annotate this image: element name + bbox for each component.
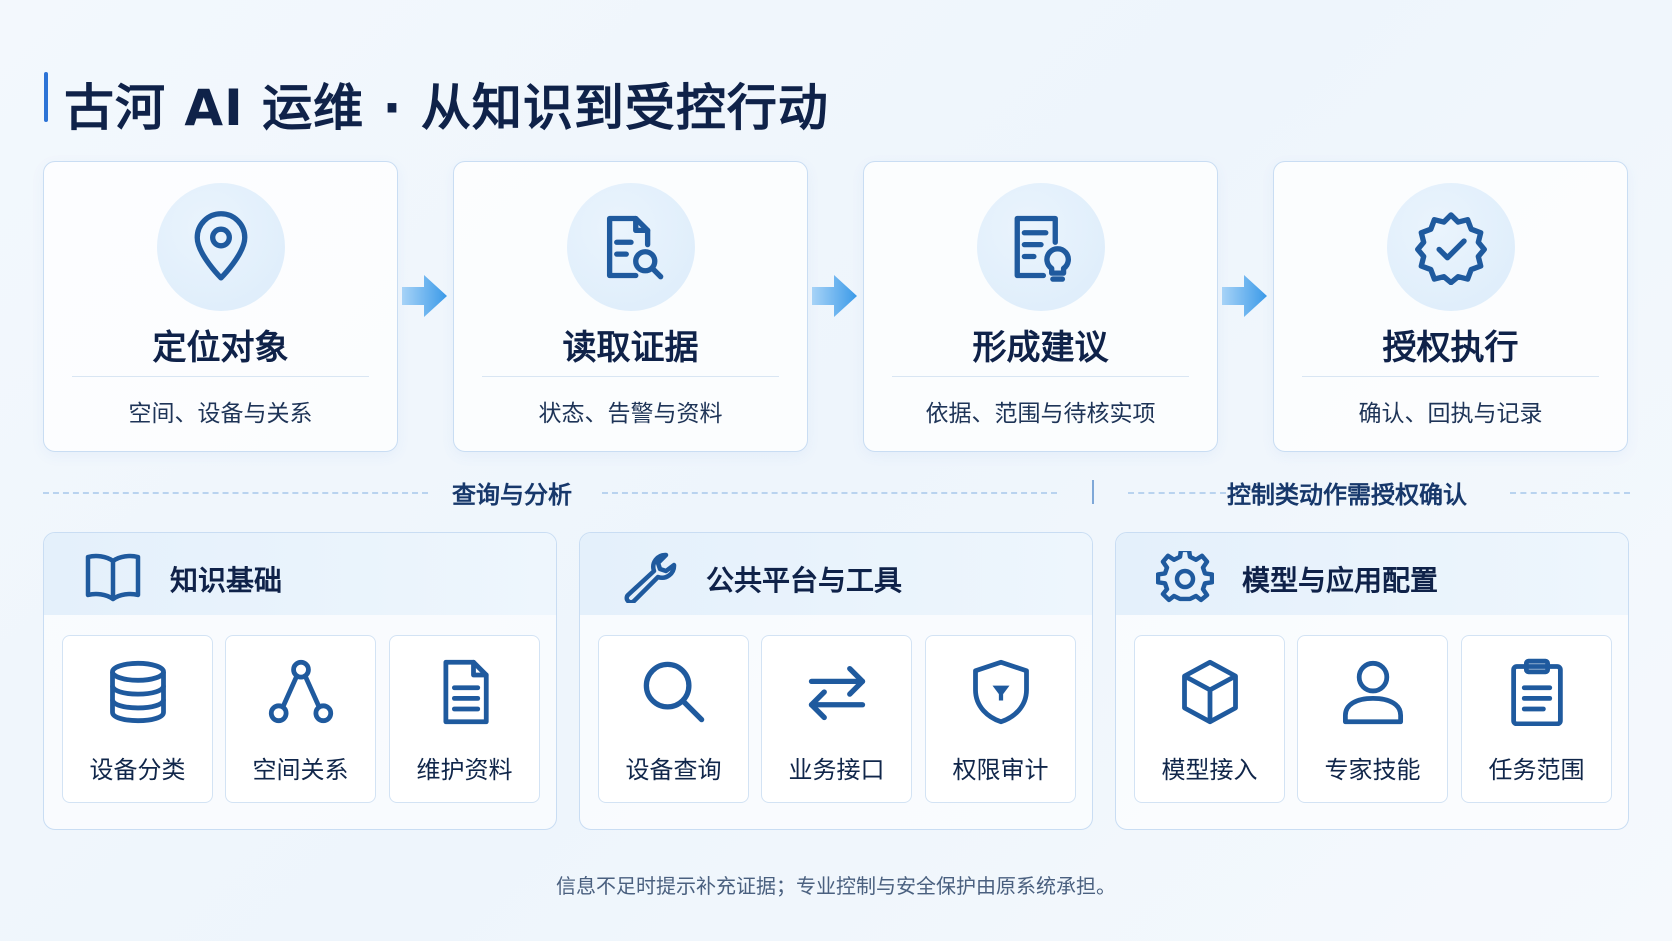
tile-business-api[interactable]: 业务接口	[761, 635, 912, 803]
title-accent-bar	[44, 72, 48, 122]
search-icon	[643, 661, 704, 723]
tile-label: 维护资料	[416, 756, 513, 784]
flow-arrow	[1222, 275, 1267, 317]
tile-task-scope[interactable]: 任务范围	[1461, 635, 1612, 803]
wrench-icon	[624, 552, 677, 603]
tile-label: 空间关系	[252, 756, 349, 784]
tile-label: 专家技能	[1324, 756, 1421, 784]
dashed-line	[1128, 492, 1226, 494]
tile-device-category[interactable]: 设备分类	[62, 635, 213, 803]
divider	[72, 376, 369, 377]
step-card-evidence: 读取证据 状态、告警与资料	[453, 161, 808, 452]
cube-icon	[1181, 659, 1238, 725]
divider	[1302, 376, 1599, 377]
tile-permission-audit[interactable]: 权限审计	[925, 635, 1076, 803]
step-icon-circle	[976, 183, 1105, 311]
tile-label: 设备查询	[625, 756, 722, 784]
tile-label: 模型接入	[1161, 756, 1258, 784]
tile-label: 业务接口	[788, 756, 885, 784]
badge-check-icon	[1414, 212, 1487, 285]
group-knowledge: 知识基础 设备分类 空间关系 维护资料	[43, 532, 557, 830]
step-title: 定位对象	[152, 328, 289, 368]
flow-arrow	[812, 275, 857, 317]
step-icon-circle	[156, 183, 285, 311]
step-icon-circle	[566, 183, 695, 311]
control-label: 控制类动作需授权确认	[1227, 481, 1467, 509]
clipboard-icon	[1510, 658, 1563, 726]
document-lightbulb-icon	[1014, 215, 1071, 282]
step-card-suggest: 形成建议 依据、范围与待核实项	[863, 161, 1218, 452]
tile-device-query[interactable]: 设备查询	[598, 635, 749, 803]
group-header: 模型与应用配置	[1116, 533, 1628, 615]
step-card-execute: 授权执行 确认、回执与记录	[1273, 161, 1628, 452]
map-pin-icon	[194, 211, 247, 281]
divider	[482, 376, 779, 377]
query-label: 查询与分析	[452, 481, 572, 509]
divider	[892, 376, 1189, 377]
tile-label: 任务范围	[1488, 756, 1585, 784]
shield-icon	[972, 659, 1029, 725]
tile-label: 权限审计	[952, 756, 1049, 784]
tile-expert-skills[interactable]: 专家技能	[1297, 635, 1448, 803]
step-subtitle: 空间、设备与关系	[128, 401, 313, 427]
document-search-icon	[606, 215, 663, 280]
group-platform-tools: 公共平台与工具 设备查询 业务接口 权限审计	[579, 532, 1093, 830]
tile-model-access[interactable]: 模型接入	[1134, 635, 1285, 803]
step-title: 授权执行	[1382, 328, 1519, 368]
tile-maintenance-docs[interactable]: 维护资料	[389, 635, 540, 803]
group-header: 公共平台与工具	[580, 533, 1092, 615]
step-subtitle: 确认、回执与记录	[1358, 401, 1543, 427]
tile-space-relation[interactable]: 空间关系	[225, 635, 376, 803]
gear-icon	[1156, 551, 1214, 603]
database-icon	[109, 660, 166, 724]
tile-label: 设备分类	[89, 756, 186, 784]
dashed-line	[43, 492, 428, 494]
separator	[1092, 480, 1094, 504]
group-header: 知识基础	[44, 533, 556, 615]
graph-nodes-icon	[268, 659, 333, 724]
step-title: 形成建议	[972, 328, 1109, 368]
flow-arrow	[402, 275, 447, 317]
group-title: 知识基础	[170, 564, 283, 597]
group-title: 公共平台与工具	[706, 564, 903, 597]
step-card-locate: 定位对象 空间、设备与关系	[43, 161, 398, 452]
group-title: 模型与应用配置	[1242, 564, 1439, 597]
group-model-config: 模型与应用配置 模型接入 专家技能 任务范围	[1115, 532, 1629, 830]
step-subtitle: 依据、范围与待核实项	[925, 401, 1156, 427]
book-icon	[85, 553, 141, 602]
swap-arrows-icon	[808, 665, 865, 721]
dashed-line	[602, 492, 1057, 494]
step-icon-circle	[1386, 183, 1515, 311]
step-title: 读取证据	[562, 328, 699, 368]
page-title: 古河 AI 运维 · 从知识到受控行动	[64, 79, 829, 137]
document-icon	[442, 659, 489, 725]
footer-note: 信息不足时提示补充证据；专业控制与安全保护由原系统承担。	[556, 874, 1116, 898]
user-icon	[1342, 660, 1403, 725]
dashed-line	[1510, 492, 1630, 494]
step-subtitle: 状态、告警与资料	[538, 401, 723, 427]
